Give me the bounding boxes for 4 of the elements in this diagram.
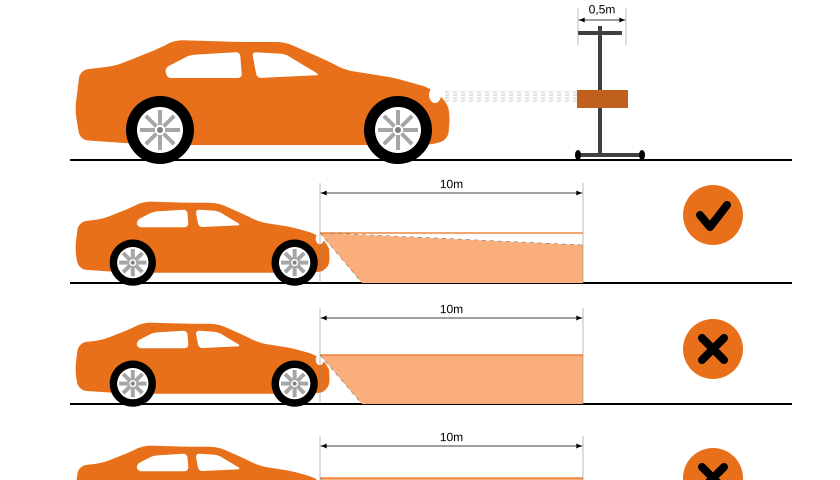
dimension-label: 0,5m (589, 5, 615, 15)
dimension-label: 10m (440, 432, 462, 442)
dimension-label: 10m (440, 304, 462, 314)
dimension-label: 10m (440, 180, 462, 188)
